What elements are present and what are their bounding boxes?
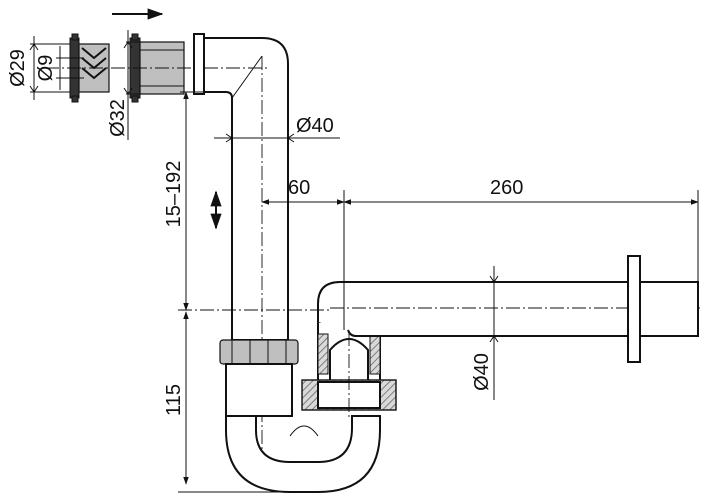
dim-diameter-40-top: Ø40: [296, 115, 334, 137]
wall-rosette: [627, 255, 641, 363]
inlet-flange: [193, 33, 205, 95]
dim-height-115: 115: [163, 311, 290, 493]
adapter-parts: Ø29 Ø9 Ø32: [7, 8, 198, 140]
dim-height-range: 15–192: [163, 91, 214, 311]
dim-diameter-29: Ø29: [7, 49, 29, 87]
dim-top-diameter: Ø40: [214, 115, 340, 143]
dim-outlet-diameter: Ø40: [471, 266, 499, 400]
dim-length-60: 60: [288, 177, 310, 199]
outlet-pipe: [317, 255, 700, 363]
dim-diameter-32: Ø32: [107, 99, 129, 137]
u-bend: [225, 415, 381, 493]
dim-horizontal-lengths: 60 260: [261, 177, 699, 330]
dim-diameter-9: Ø9: [35, 55, 57, 82]
dim-length-260: 260: [490, 177, 523, 199]
dim-range-15-192: 15–192: [163, 161, 185, 228]
dim-height-115-label: 115: [163, 384, 185, 416]
dim-diameter-40-outlet: Ø40: [471, 353, 493, 391]
upper-nut: [219, 339, 299, 417]
